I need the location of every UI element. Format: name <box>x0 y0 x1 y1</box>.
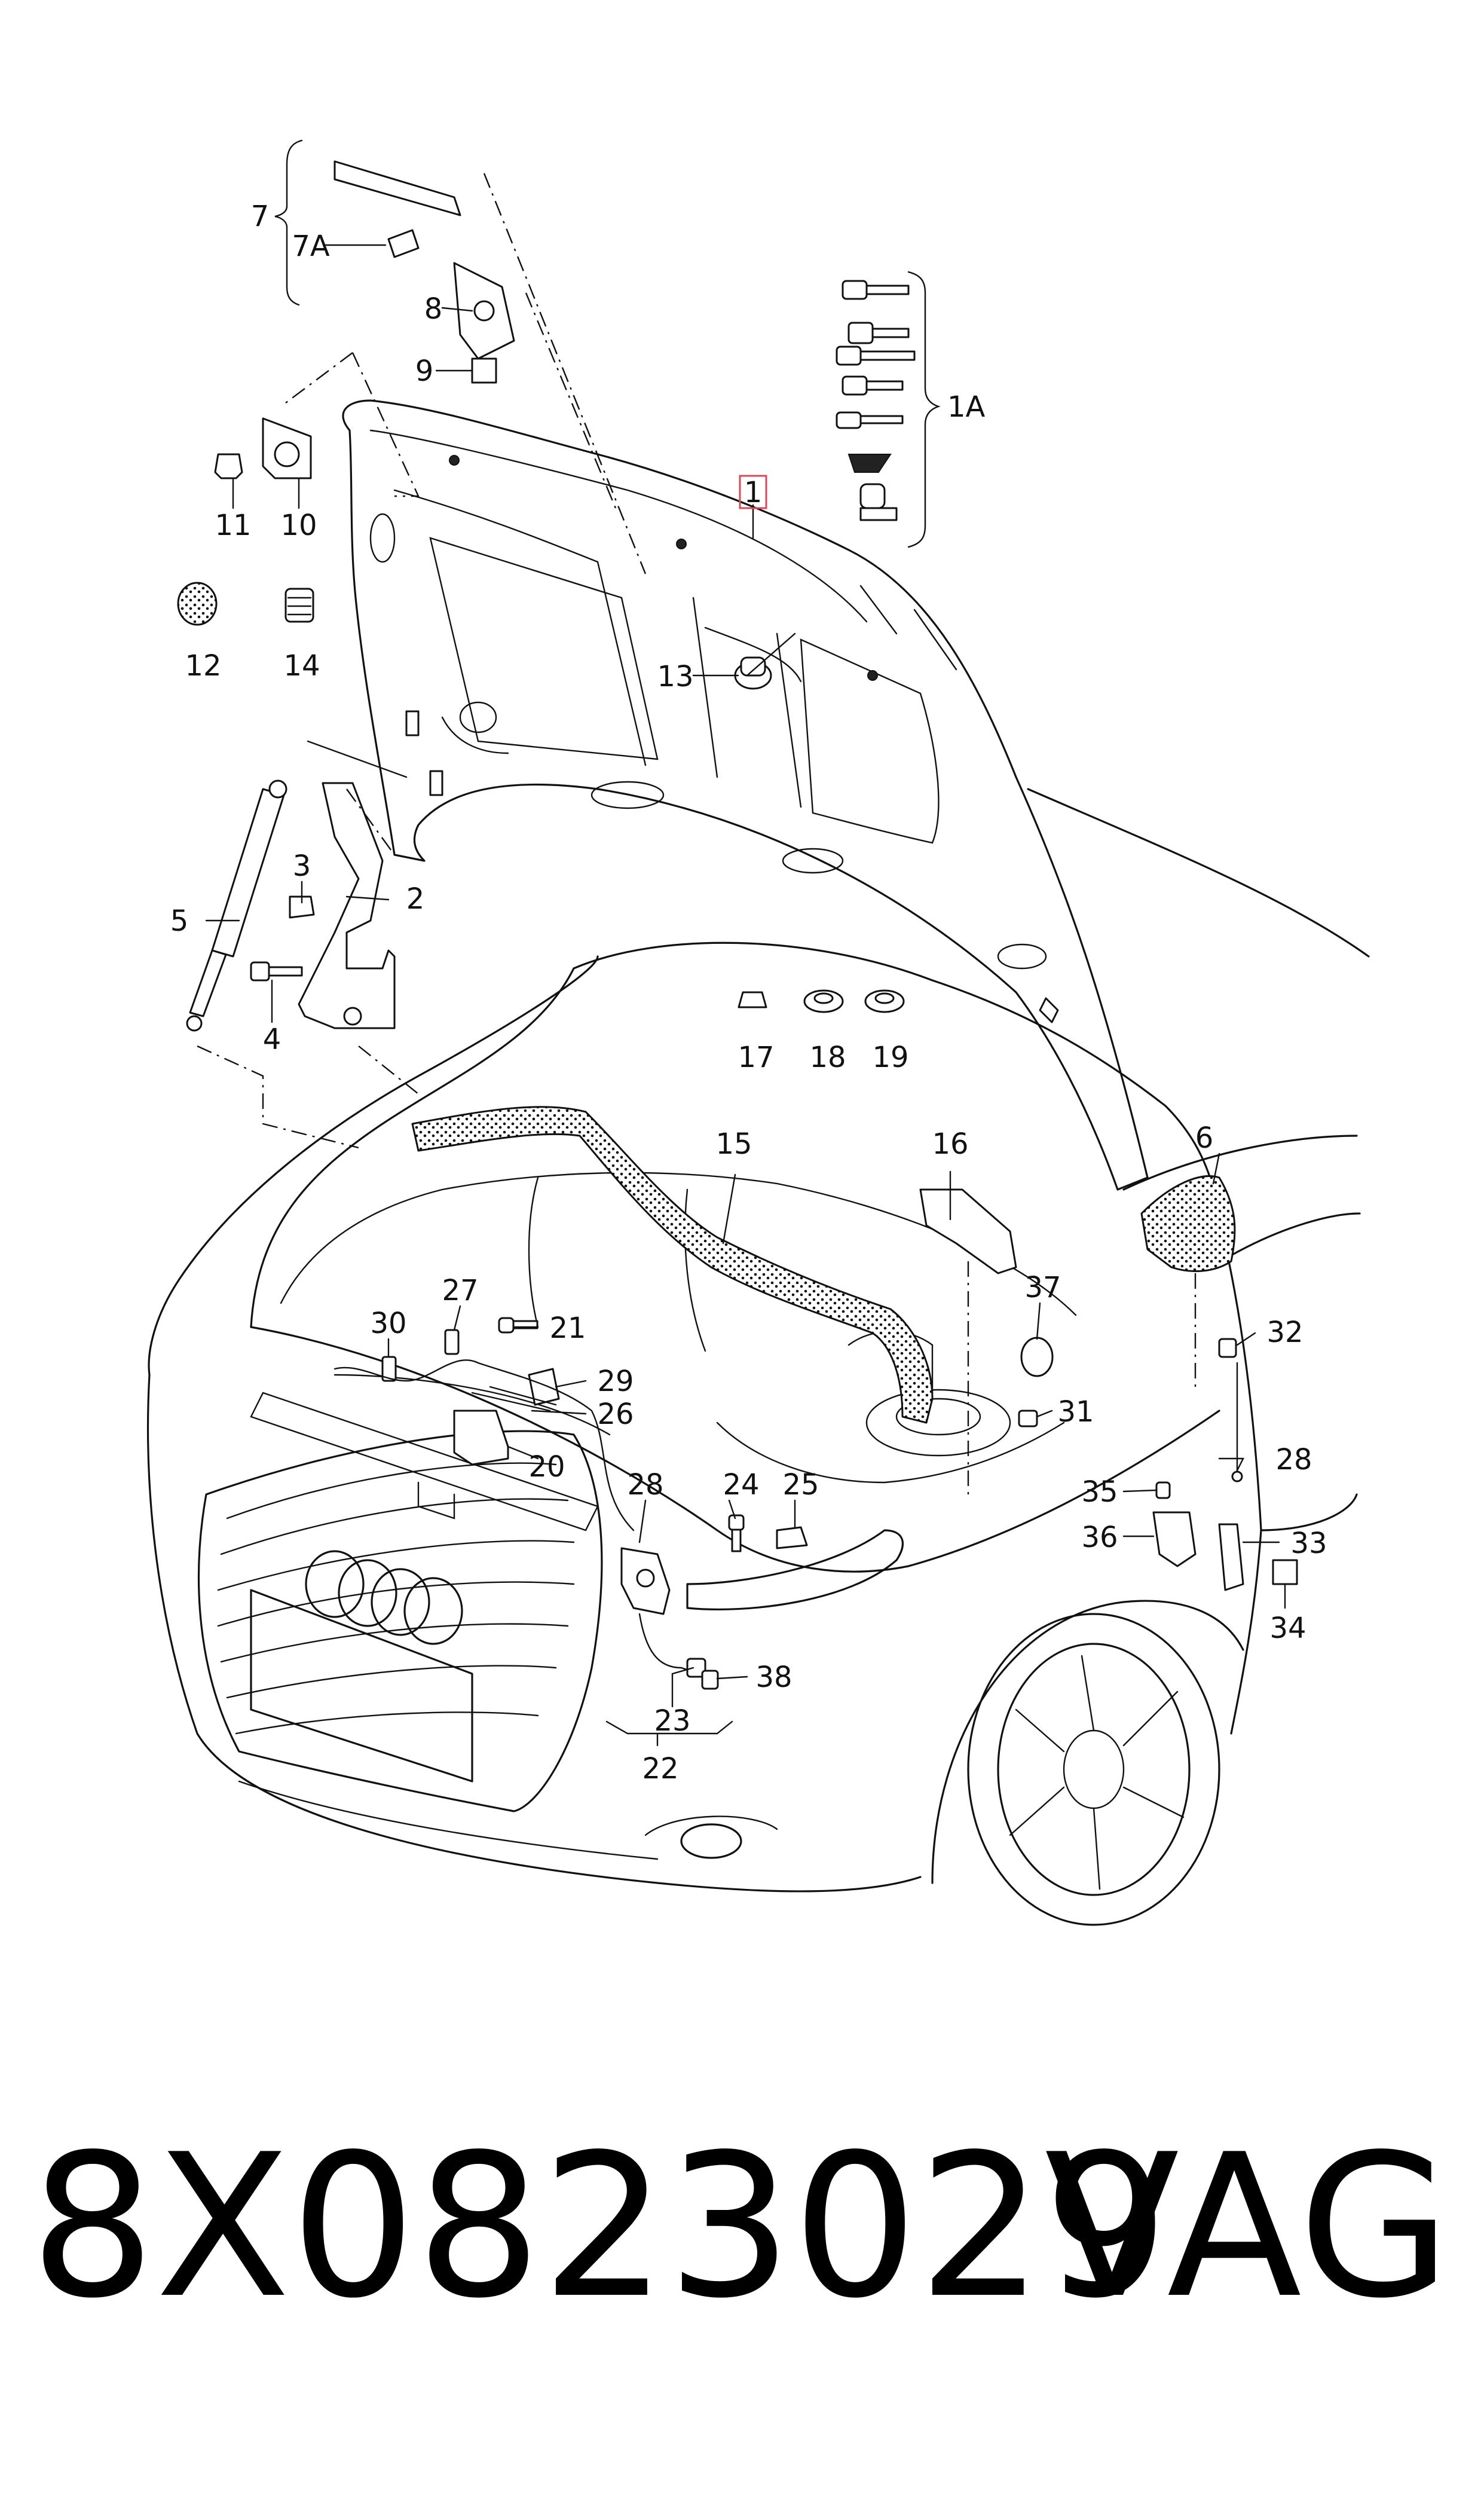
callout-6: 6 <box>1195 1121 1214 1155</box>
callout-33: 33 <box>1290 1527 1327 1560</box>
highlight-box <box>739 475 767 509</box>
callout-11: 11 <box>215 509 251 542</box>
clip-part-31 <box>1018 1410 1038 1427</box>
callout-12: 12 <box>185 649 221 683</box>
bracket-part-8 <box>453 262 515 360</box>
callout-23: 23 <box>654 1704 690 1738</box>
bolt-part-21 <box>498 1317 538 1334</box>
seal-strip-part-15 <box>411 1106 934 1424</box>
callout-26: 26 <box>597 1398 634 1431</box>
cable-part-26 <box>471 1386 557 1412</box>
clip-part-25 <box>776 1526 808 1549</box>
callout-27: 27 <box>442 1274 478 1307</box>
callout-17: 17 <box>738 1041 774 1074</box>
brand-label: VAG <box>1044 2112 1451 2341</box>
callout-16: 16 <box>932 1127 968 1161</box>
callout-7: 7 <box>251 200 270 233</box>
callout-7A: 7A <box>292 230 330 263</box>
callout-19: 19 <box>872 1041 908 1074</box>
callout-15: 15 <box>715 1127 752 1161</box>
buffer-part-10 <box>262 417 312 479</box>
callout-10: 10 <box>280 509 317 542</box>
callout-34: 34 <box>1269 1612 1306 1645</box>
callout-5: 5 <box>170 904 189 938</box>
lever-part-36 <box>1152 1511 1197 1567</box>
callout-24: 24 <box>723 1468 759 1502</box>
leader-lines <box>205 139 1286 1747</box>
callout-32: 32 <box>1266 1316 1303 1349</box>
bracket-part-33 <box>1218 1523 1244 1591</box>
plug-part-13 <box>734 656 772 690</box>
callout-8: 8 <box>424 292 443 326</box>
bolt-part-35 <box>1155 1481 1171 1499</box>
callout-28-right: 28 <box>1275 1443 1312 1476</box>
grommet-part-18 <box>803 989 844 1013</box>
bracket-part-29 <box>528 1368 560 1406</box>
parts-diagram: 1 1A 2 3 4 5 6 7 7A 8 9 10 11 12 13 14 1… <box>146 139 1370 1926</box>
clip-part-11 <box>214 453 243 479</box>
bonnet-part-1 <box>342 399 1149 1191</box>
nut-part-17 <box>738 991 767 1008</box>
callout-36: 36 <box>1081 1521 1118 1554</box>
callout-2: 2 <box>406 882 425 916</box>
grommet-part-37 <box>1020 1337 1054 1377</box>
callout-1A: 1A <box>947 390 986 424</box>
clip-part-27 <box>444 1329 460 1355</box>
callout-28-left: 28 <box>627 1468 663 1502</box>
callout-18: 18 <box>809 1041 846 1074</box>
switch-part-23 <box>638 1613 706 1678</box>
callout-31: 31 <box>1057 1395 1094 1429</box>
lock-part-22 <box>620 1547 671 1615</box>
seal-part-7 <box>333 160 461 258</box>
bolt-part-24 <box>728 1514 745 1552</box>
callout-labels: 1 1A 2 3 4 5 6 7 7A 8 9 10 11 12 13 14 1… <box>170 200 1327 1786</box>
bolt-set-1A <box>836 280 916 521</box>
callout-1: 1 <box>744 476 763 509</box>
callout-20: 20 <box>528 1450 565 1484</box>
lock-carrier-part-20 <box>453 1410 509 1466</box>
clip-part-34 <box>1272 1559 1298 1585</box>
release-cable-part-28 <box>333 1359 1243 1531</box>
bolt-part-4 <box>250 961 303 982</box>
callout-29: 29 <box>597 1365 634 1398</box>
callout-4: 4 <box>263 1023 281 1056</box>
part-number: 8X0823029 <box>30 2112 1169 2341</box>
bracket-part-16 <box>919 1188 1017 1274</box>
clip-part-32 <box>1218 1338 1237 1358</box>
grommet-part-19 <box>864 989 905 1013</box>
insulation-part-6 <box>1140 1175 1236 1272</box>
nut-part-9 <box>471 357 497 384</box>
callout-37: 37 <box>1024 1271 1061 1304</box>
callout-21: 21 <box>549 1312 586 1345</box>
callout-38: 38 <box>755 1661 792 1694</box>
gas-strut-part-5 <box>186 779 287 1032</box>
callout-30: 30 <box>370 1307 406 1340</box>
pad-part-12 <box>177 582 218 626</box>
callout-3: 3 <box>293 849 311 883</box>
stop-part-14 <box>284 588 314 623</box>
hinge-part-2 <box>298 782 396 1029</box>
clip-part-38 <box>701 1670 719 1690</box>
callout-13: 13 <box>657 660 693 693</box>
nut-part-3 <box>289 895 315 919</box>
callout-9: 9 <box>415 354 434 388</box>
callout-22: 22 <box>642 1752 678 1786</box>
callout-35: 35 <box>1081 1475 1118 1509</box>
callout-25: 25 <box>782 1468 819 1502</box>
assembly-lines <box>197 173 1197 1494</box>
callout-14: 14 <box>283 649 320 683</box>
